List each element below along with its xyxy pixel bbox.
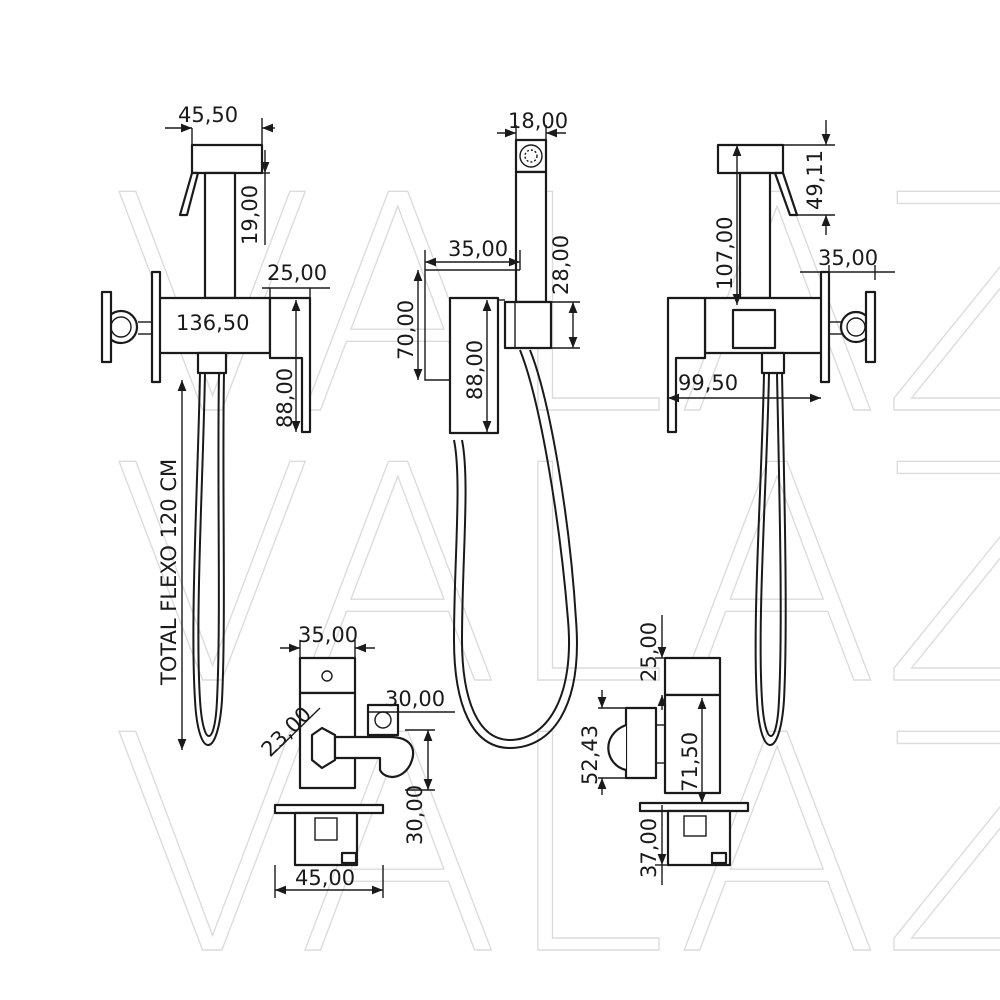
dim-bl-side-height: 30,00 [403,785,427,845]
watermark-text-2: VALAZ [110,402,1000,751]
dim-bl-base-width: 45,00 [295,866,355,890]
dim-br-knob-height: 52,43 [578,725,602,785]
left-wall-plate [150,270,162,384]
dim-left-lever-height: 88,00 [273,368,297,428]
right-handle-stem [738,171,772,300]
right-wall-plate [819,270,831,384]
bl-hex-nut [310,726,337,770]
mid-hose [460,349,570,742]
br-top-cap [663,656,722,697]
dim-right-body-length: 99,50 [678,371,738,395]
bottom-right-side-view [607,656,750,867]
right-hose-fitting [760,351,786,375]
right-holder [731,308,777,350]
bl-top-cap [298,656,357,695]
dim-mid-holder-height: 28,00 [549,235,573,295]
mid-handle [514,170,548,304]
left-hose [192,372,225,746]
mid-spray-face [519,144,543,168]
dim-right-top-height: 49,11 [803,150,827,210]
dim-left-top-width: 45,50 [178,103,238,127]
dim-right-valve-depth: 35,00 [818,246,878,270]
dim-left-handle-height: 19,00 [238,185,262,245]
dim-left-valve-depth: 25,00 [267,261,327,285]
br-knob-curve [607,723,627,772]
dim-br-top-height: 25,00 [637,622,661,682]
right-side-view [666,143,877,746]
br-knob-housing [624,706,658,780]
bl-elbow-connector [333,735,415,778]
right-hose [754,372,787,746]
dim-mid-outer-height: 70,00 [394,300,418,360]
dim-br-body-height: 71,50 [678,732,702,792]
watermark: VALAZ VALAZ VALAZ [109,131,1000,1000]
right-connector-plate [864,290,877,364]
right-side-lever [666,296,707,434]
dim-mid-head-width: 18,00 [508,109,568,133]
bl-side-fitting [366,703,400,737]
bl-base-plate [273,803,385,815]
left-shower-trigger [178,171,200,217]
left-shower-head [190,143,264,175]
left-dimensions: 45,50 19,00 25,00 136,50 88,00 TOTAL FLE… [157,103,330,750]
bottom-right-dimensions: 25,00 52,43 71,50 37,00 [578,615,707,885]
left-handle-stem [203,171,237,300]
right-shower-head [716,143,785,175]
left-hose-fitting [196,351,228,375]
br-base-plate [638,801,750,813]
right-dimensions: 49,11 107,00 35,00 99,50 [668,120,895,403]
middle-dimensions: 18,00 35,00 28,00 70,00 88,00 [394,109,580,432]
dim-br-base-height: 37,00 [637,818,661,878]
left-connector-plate [100,290,113,364]
dim-bl-top-width: 35,00 [298,623,358,647]
dim-mid-offset: 35,00 [448,237,508,261]
dim-left-body-length: 136,50 [176,311,249,335]
dim-mid-plate-height: 88,00 [463,340,487,400]
dim-bl-side: 30,00 [385,687,445,711]
dim-right-handle-height: 107,00 [713,217,737,290]
flex-total-label: TOTAL FLEXO 120 CM [157,459,181,686]
br-body [663,693,722,795]
watermark-text-3: VALAZ [110,672,1000,1000]
bottom-left-top-view [273,656,415,867]
mid-holder [503,300,553,350]
